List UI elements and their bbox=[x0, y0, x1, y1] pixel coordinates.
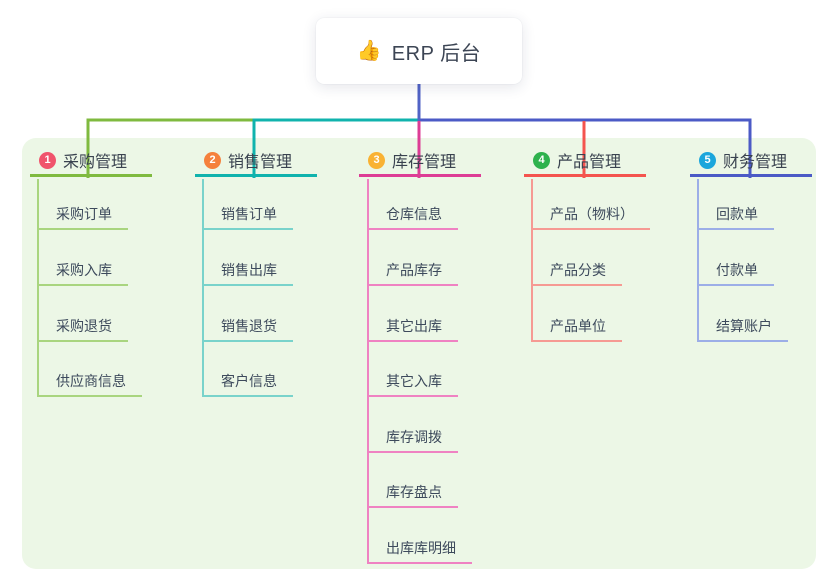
branch-label: 产品管理 bbox=[557, 154, 622, 171]
child-label: 产品单位 bbox=[550, 318, 606, 334]
child-label: 仓库信息 bbox=[386, 206, 442, 222]
child-label: 库存盘点 bbox=[386, 484, 442, 500]
root-title: ERP 后台 bbox=[391, 42, 482, 65]
branch-purchase-connector bbox=[86, 118, 254, 178]
branch-sales-management[interactable]: 2 销售管理 bbox=[195, 146, 317, 177]
child-label: 客户信息 bbox=[221, 373, 277, 389]
thumbs-up-icon: 👍 bbox=[356, 40, 382, 62]
child-node-warehouse-info[interactable]: 仓库信息 bbox=[367, 203, 458, 230]
child-node-payment-bill[interactable]: 付款单 bbox=[697, 259, 774, 286]
child-node-sales-return[interactable]: 销售退货 bbox=[202, 315, 293, 342]
branch-product-spine bbox=[531, 179, 533, 340]
branch-number-badge: 5 bbox=[699, 151, 716, 169]
child-node-purchase-return[interactable]: 采购退货 bbox=[37, 315, 128, 342]
branch-label: 销售管理 bbox=[228, 154, 293, 171]
child-label: 库存调拨 bbox=[386, 429, 442, 445]
child-node-product-material[interactable]: 产品（物料） bbox=[531, 203, 650, 230]
branch-product-management[interactable]: 4 产品管理 bbox=[524, 146, 646, 177]
child-label: 采购退货 bbox=[56, 318, 112, 334]
child-node-purchase-order[interactable]: 采购订单 bbox=[37, 203, 128, 230]
branch-label: 库存管理 bbox=[392, 154, 457, 171]
branch-purchase-management[interactable]: 1 采购管理 bbox=[30, 146, 152, 177]
branch-number-badge: 4 bbox=[533, 151, 550, 169]
child-node-customer-info[interactable]: 客户信息 bbox=[202, 370, 293, 397]
child-node-other-outbound[interactable]: 其它出库 bbox=[367, 315, 458, 342]
child-label: 其它入库 bbox=[386, 373, 442, 389]
child-label: 采购订单 bbox=[56, 206, 112, 222]
branch-label: 采购管理 bbox=[63, 154, 128, 171]
branch-purchase-spine bbox=[37, 179, 39, 395]
branch-sales-spine bbox=[202, 179, 204, 395]
child-node-stock-transfer[interactable]: 库存调拨 bbox=[367, 426, 458, 453]
branch-label: 财务管理 bbox=[723, 154, 788, 171]
child-label: 销售退货 bbox=[221, 318, 277, 334]
child-label: 产品库存 bbox=[386, 262, 442, 278]
branch-finance-connector bbox=[419, 118, 752, 178]
child-node-stock-taking[interactable]: 库存盘点 bbox=[367, 481, 458, 508]
child-node-purchase-inbound[interactable]: 采购入库 bbox=[37, 259, 128, 286]
child-label: 采购入库 bbox=[56, 262, 112, 278]
branches-panel bbox=[22, 138, 816, 569]
child-label: 产品（物料） bbox=[550, 206, 634, 222]
child-label: 销售出库 bbox=[221, 262, 277, 278]
branch-finance-management[interactable]: 5 财务管理 bbox=[690, 146, 812, 177]
branch-inventory-spine bbox=[367, 179, 369, 562]
branch-finance-spine bbox=[697, 179, 699, 340]
child-label: 付款单 bbox=[716, 262, 758, 278]
child-node-sales-outbound[interactable]: 销售出库 bbox=[202, 259, 293, 286]
branch-sales-connector bbox=[252, 118, 419, 178]
child-label: 产品分类 bbox=[550, 262, 606, 278]
child-node-product-unit[interactable]: 产品单位 bbox=[531, 315, 622, 342]
child-node-product-stock[interactable]: 产品库存 bbox=[367, 259, 458, 286]
child-label: 其它出库 bbox=[386, 318, 442, 334]
child-label: 回款单 bbox=[716, 206, 758, 222]
child-node-other-inbound[interactable]: 其它入库 bbox=[367, 370, 458, 397]
child-node-settlement-account[interactable]: 结算账户 bbox=[697, 315, 788, 342]
branch-inventory-management[interactable]: 3 库存管理 bbox=[359, 146, 481, 177]
child-node-product-category[interactable]: 产品分类 bbox=[531, 259, 622, 286]
child-label: 出库库明细 bbox=[386, 540, 456, 556]
child-label: 结算账户 bbox=[716, 318, 772, 334]
child-label: 供应商信息 bbox=[56, 373, 126, 389]
child-label: 销售订单 bbox=[221, 206, 277, 222]
child-node-receipt-bill[interactable]: 回款单 bbox=[697, 203, 774, 230]
child-node-supplier-info[interactable]: 供应商信息 bbox=[37, 370, 142, 397]
child-node-outbound-detail[interactable]: 出库库明细 bbox=[367, 537, 472, 564]
branch-number-badge: 1 bbox=[39, 151, 56, 169]
branch-number-badge: 3 bbox=[368, 151, 385, 169]
root-node[interactable]: 👍 ERP 后台 bbox=[316, 18, 522, 84]
branch-number-badge: 2 bbox=[204, 151, 221, 169]
child-node-sales-order[interactable]: 销售订单 bbox=[202, 203, 293, 230]
